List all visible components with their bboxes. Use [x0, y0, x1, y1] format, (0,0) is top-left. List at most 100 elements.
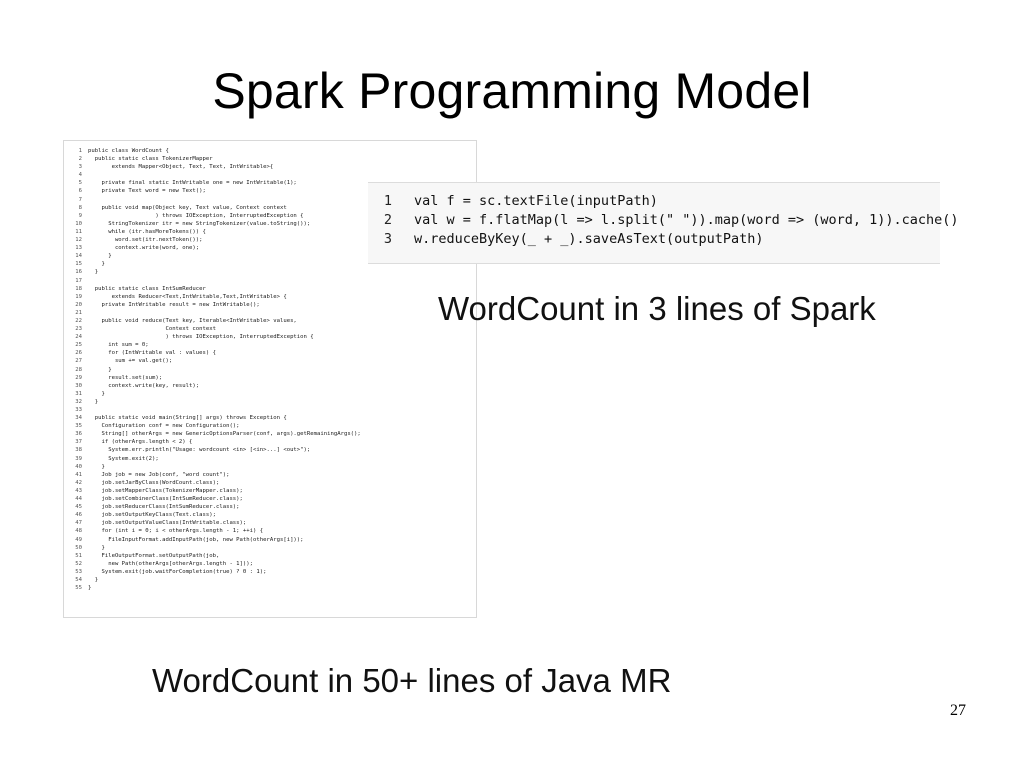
java-code-line: 16 }	[64, 268, 476, 276]
spark-line-number: 1	[383, 193, 392, 209]
java-line-number: 2	[78, 156, 82, 163]
java-code-text: Configuration conf = new Configuration()…	[88, 423, 240, 430]
java-code-line: 27 sum += val.get();	[64, 357, 476, 365]
java-line-number: 8	[78, 204, 82, 211]
java-code-line: 15 }	[64, 260, 476, 268]
java-line-number: 44	[75, 496, 82, 503]
java-code-line: 26 for (IntWritable val : values) {	[64, 349, 476, 357]
java-line-number: 13	[75, 245, 82, 252]
spark-code-line: 2 val w = f.flatMap(l => l.split(" ")).ma…	[368, 211, 959, 230]
java-code-text	[88, 309, 476, 317]
java-code-line: 35 Configuration conf = new Configuratio…	[64, 422, 476, 430]
java-code-text: job.setOutputValueClass(IntWritable.clas…	[88, 520, 247, 527]
java-code-line: 28 }	[64, 366, 476, 374]
java-code-line: 37 if (otherArgs.length < 2) {	[64, 438, 476, 446]
java-code-text: for (int i = 0; i < otherArgs.length - 1…	[88, 528, 264, 535]
java-code-text: for (IntWritable val : values) {	[88, 350, 216, 357]
java-line-number: 28	[75, 366, 82, 373]
java-code-text: }	[88, 269, 99, 276]
java-code-line: 10 StringTokenizer itr = new StringToken…	[64, 220, 476, 228]
java-code-line: 45 job.setReducerClass(IntSumReducer.cla…	[64, 503, 476, 511]
java-code-text: private IntWritable result = new IntWrit…	[88, 301, 260, 308]
java-code-line: 41 Job job = new Job(conf, "word count")…	[64, 471, 476, 479]
java-line-number: 11	[75, 228, 82, 235]
spark-line-number: 2	[383, 212, 392, 228]
java-code-line: 50 }	[64, 544, 476, 552]
java-line-number: 19	[75, 293, 82, 300]
spark-code-text: val w = f.flatMap(l => l.split(" ")).map…	[414, 212, 959, 228]
java-code-text: private final static IntWritable one = n…	[88, 180, 297, 187]
java-code-line: 29 result.set(sum);	[64, 374, 476, 382]
java-line-number: 34	[75, 415, 82, 422]
java-code-text: ) throws IOException, InterruptedExcepti…	[88, 212, 304, 219]
java-code-line: 24 ) throws IOException, InterruptedExce…	[64, 333, 476, 341]
java-code-text: }	[88, 261, 105, 268]
spark-caption: WordCount in 3 lines of Spark	[438, 290, 876, 327]
java-line-number: 45	[75, 504, 82, 511]
java-line-number: 35	[75, 423, 82, 430]
java-code-line: 6 private Text word = new Text();	[64, 187, 476, 195]
java-line-number: 31	[75, 390, 82, 397]
java-line-number: 25	[75, 342, 82, 349]
java-line-number: 51	[75, 552, 82, 559]
java-code-line: 38 System.err.println("Usage: wordcount …	[64, 446, 476, 454]
java-code-line: 42 job.setJarByClass(WordCount.class);	[64, 479, 476, 487]
java-code-text: System.exit(job.waitForCompletion(true) …	[88, 568, 267, 575]
java-code-line: 54 }	[64, 576, 476, 584]
java-code-line: 33	[64, 406, 476, 414]
java-line-number: 37	[75, 439, 82, 446]
java-line-number: 30	[75, 382, 82, 389]
java-code-line: 55}	[64, 584, 476, 592]
java-code-text: extends Mapper<Object, Text, Text, IntWr…	[88, 164, 274, 171]
java-code-text: private Text word = new Text();	[88, 188, 206, 195]
spark-code-text: val f = sc.textFile(inputPath)	[414, 193, 658, 209]
java-code-line: 2 public static class TokenizerMapper	[64, 155, 476, 163]
java-code-text: word.set(itr.nextToken());	[88, 237, 203, 244]
java-code-text: job.setOutputKeyClass(Text.class);	[88, 512, 216, 519]
java-code-line: 34 public static void main(String[] args…	[64, 414, 476, 422]
java-code-line: 32 }	[64, 398, 476, 406]
java-line-number: 50	[75, 544, 82, 551]
java-code-text: String[] otherArgs = new GenericOptionsP…	[88, 431, 361, 438]
java-code-text: Job job = new Job(conf, "word count");	[88, 471, 230, 478]
java-line-number: 52	[75, 560, 82, 567]
java-code-text: System.err.println("Usage: wordcount <in…	[88, 447, 311, 454]
slide-title: Spark Programming Model	[212, 63, 812, 119]
java-code-line: 49 FileInputFormat.addInputPath(job, new…	[64, 536, 476, 544]
java-line-number: 17	[75, 277, 82, 284]
java-code-text: }	[88, 544, 105, 551]
java-code-line: 5 private final static IntWritable one =…	[64, 179, 476, 187]
java-code-text: }	[88, 366, 112, 373]
java-code-text: }	[88, 398, 99, 405]
java-line-number: 29	[75, 374, 82, 381]
java-code-line: 25 int sum = 0;	[64, 341, 476, 349]
java-line-number: 55	[75, 585, 82, 592]
java-code-line: 7	[64, 196, 476, 204]
java-code-text: }	[88, 253, 112, 260]
java-code-text: public void reduce(Text key, Iterable<In…	[88, 317, 297, 324]
java-code-line: 19 extends Reducer<Text,IntWritable,Text…	[64, 293, 476, 301]
page-number: 27	[950, 702, 966, 719]
java-line-number: 21	[75, 309, 82, 316]
java-line-number: 41	[75, 471, 82, 478]
java-line-number: 48	[75, 528, 82, 535]
java-code-text: public static class TokenizerMapper	[88, 156, 213, 163]
java-code-text: }	[88, 585, 92, 592]
java-line-number: 9	[78, 212, 82, 219]
java-line-number: 42	[75, 479, 82, 486]
java-code-line: 46 job.setOutputKeyClass(Text.class);	[64, 511, 476, 519]
java-code-text: ) throws IOException, InterruptedExcepti…	[88, 334, 314, 341]
java-code-line: 23 Context context	[64, 325, 476, 333]
java-line-number: 1	[78, 148, 82, 154]
java-code-text: job.setMapperClass(TokenizerMapper.class…	[88, 487, 243, 494]
java-line-number: 6	[78, 188, 82, 195]
java-code-text: FileOutputFormat.setOutputPath(job,	[88, 552, 220, 559]
java-code-line: 51 FileOutputFormat.setOutputPath(job,	[64, 552, 476, 560]
java-code-line: 47 job.setOutputValueClass(IntWritable.c…	[64, 519, 476, 527]
java-line-number: 46	[75, 512, 82, 519]
java-line-number: 22	[75, 317, 82, 324]
java-code-text: context.write(key, result);	[88, 382, 200, 389]
java-code-line: 9 ) throws IOException, InterruptedExcep…	[64, 212, 476, 220]
java-line-number: 23	[75, 326, 82, 333]
